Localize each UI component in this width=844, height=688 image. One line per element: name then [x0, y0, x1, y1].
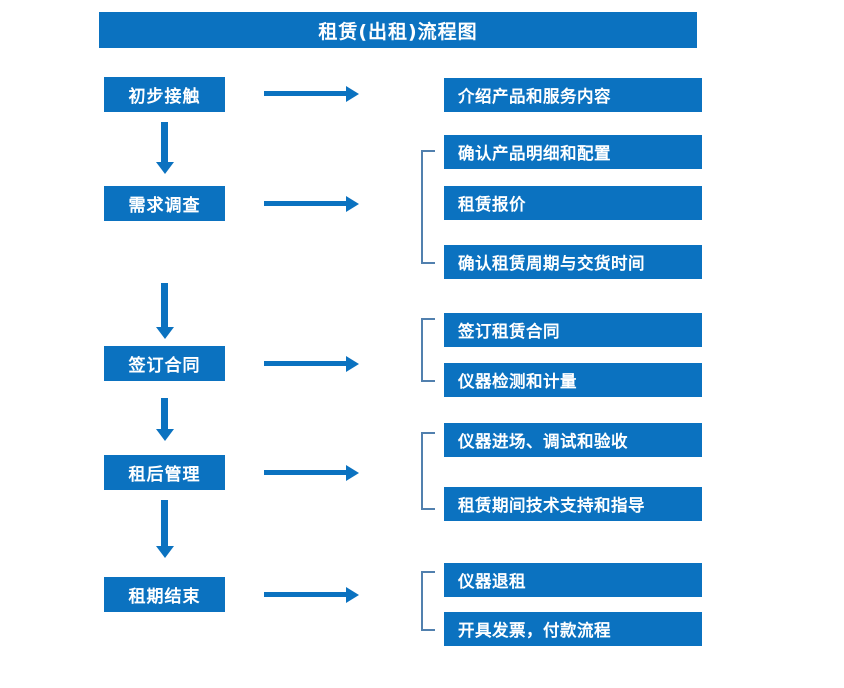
arrow-down-stage-1-to-2 [161, 122, 168, 163]
stage-box-demand-survey[interactable]: 需求调查 [104, 186, 225, 221]
detail-label: 仪器进场、调试和验收 [458, 432, 628, 451]
arrow-right-stage-2 [264, 201, 346, 206]
arrow-right-stage-4 [264, 470, 346, 475]
group-bracket-stage-5 [421, 571, 435, 631]
group-bracket-stage-2 [421, 150, 435, 264]
arrow-right-stage-5 [264, 592, 346, 597]
page-title: 租赁(出租)流程图 [99, 12, 697, 48]
detail-label: 仪器检测和计量 [458, 372, 577, 391]
detail-label: 开具发票，付款流程 [458, 621, 611, 640]
stage-label: 租期结束 [128, 587, 201, 607]
detail-box-intro-products[interactable]: 介绍产品和服务内容 [444, 78, 702, 112]
detail-box-instrument-return[interactable]: 仪器退租 [444, 563, 702, 597]
detail-box-rental-quote[interactable]: 租赁报价 [444, 186, 702, 220]
detail-label: 签订租赁合同 [458, 322, 560, 341]
stage-label: 租后管理 [128, 465, 201, 485]
detail-label: 租赁期间技术支持和指导 [458, 496, 645, 515]
arrow-down-stage-4-to-5 [161, 500, 168, 547]
detail-box-technical-support[interactable]: 租赁期间技术支持和指导 [444, 487, 702, 521]
detail-label: 确认租赁周期与交货时间 [458, 254, 645, 273]
detail-label: 仪器退租 [458, 572, 526, 591]
detail-box-instrument-entry-commissioning[interactable]: 仪器进场、调试和验收 [444, 423, 702, 457]
detail-box-confirm-specs[interactable]: 确认产品明细和配置 [444, 135, 702, 169]
stage-box-rental-end[interactable]: 租期结束 [104, 577, 225, 612]
stage-label: 签订合同 [128, 356, 201, 376]
group-bracket-stage-4 [421, 432, 435, 510]
detail-label: 介绍产品和服务内容 [458, 87, 611, 106]
arrow-right-stage-3 [264, 361, 346, 366]
stage-label: 需求调查 [128, 196, 201, 216]
stage-box-post-rental-management[interactable]: 租后管理 [104, 455, 225, 490]
arrow-right-stage-1 [264, 91, 346, 96]
detail-label: 确认产品明细和配置 [458, 144, 611, 163]
detail-box-confirm-period-delivery[interactable]: 确认租赁周期与交货时间 [444, 245, 702, 279]
group-bracket-stage-3 [421, 318, 435, 382]
arrow-down-stage-2-to-3 [161, 283, 168, 328]
stage-box-initial-contact[interactable]: 初步接触 [104, 77, 225, 112]
detail-box-invoice-payment[interactable]: 开具发票，付款流程 [444, 612, 702, 646]
stage-box-sign-contract[interactable]: 签订合同 [104, 346, 225, 381]
detail-label: 租赁报价 [458, 195, 526, 214]
arrow-down-stage-3-to-4 [161, 398, 168, 430]
stage-label: 初步接触 [128, 87, 201, 107]
detail-box-sign-rental-contract[interactable]: 签订租赁合同 [444, 313, 702, 347]
detail-box-instrument-inspection[interactable]: 仪器检测和计量 [444, 363, 702, 397]
